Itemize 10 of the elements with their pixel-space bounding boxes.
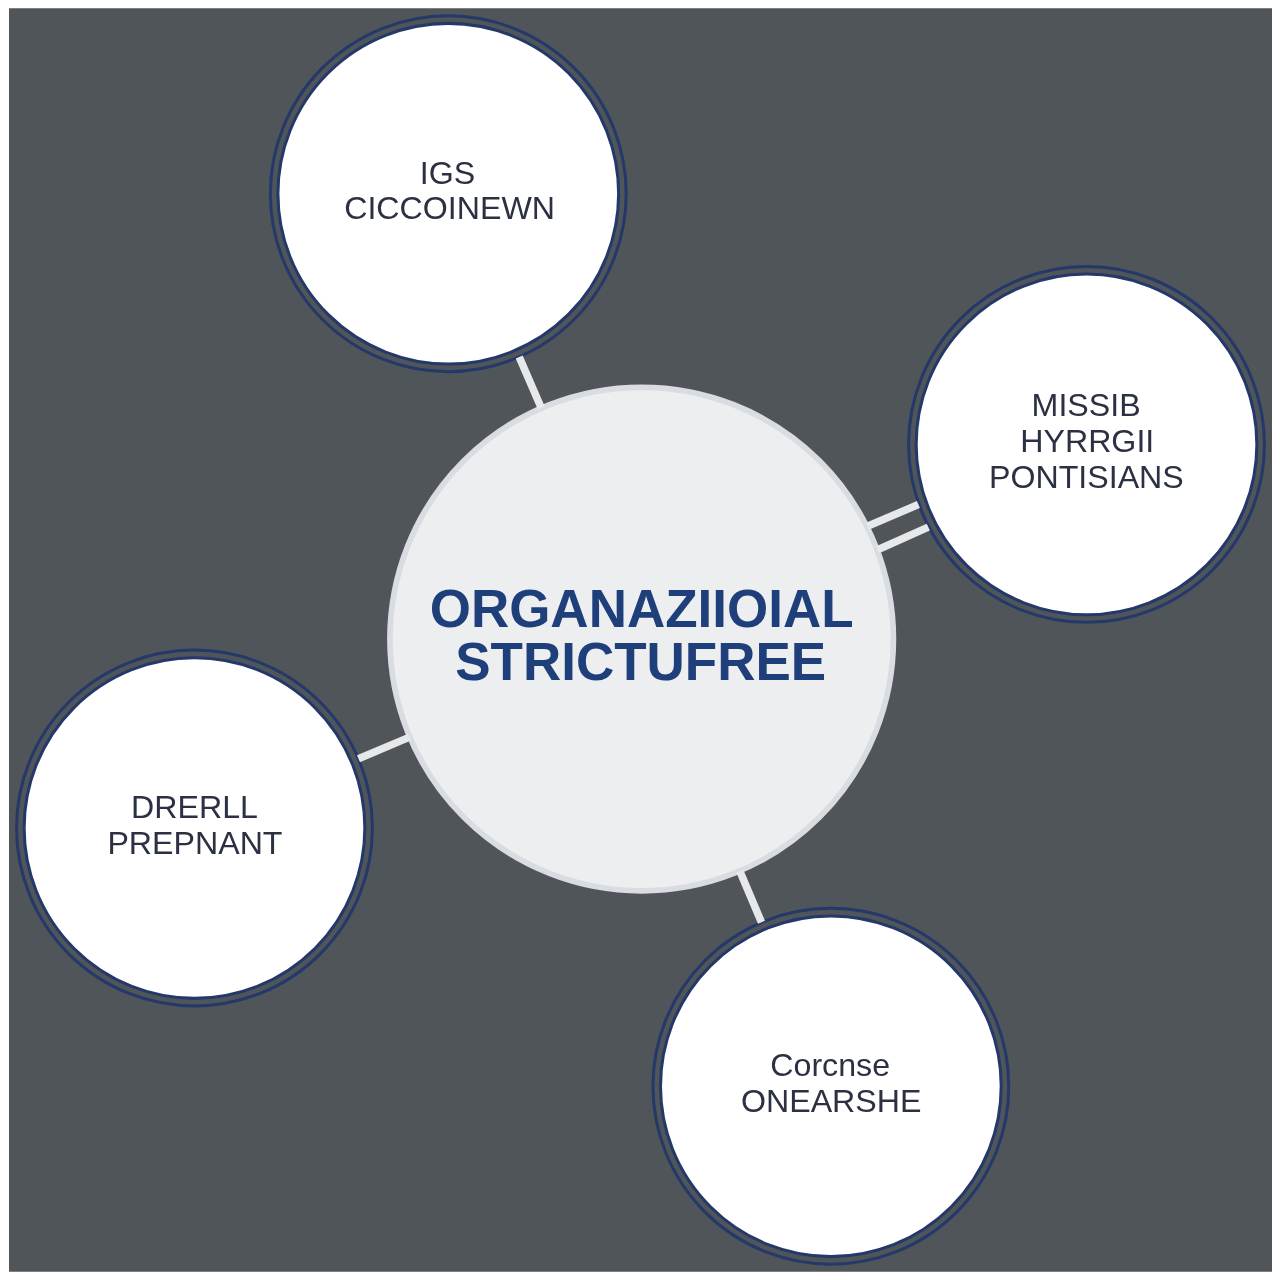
connector — [865, 501, 920, 530]
node-circle: DRERLL PREPNANT — [14, 648, 374, 1008]
connector — [356, 733, 411, 763]
connector — [735, 869, 765, 924]
node-circle: Corcnse ONEARSHE — [650, 906, 1010, 1266]
node-circle: MISSIB HYRRGII PONTISIANS — [906, 265, 1266, 624]
node-circle: ORGANAZIIOIAL STRICTUFREE — [386, 384, 896, 894]
node-circle: IGS CICCOINEWN — [268, 14, 628, 374]
connector — [875, 523, 930, 554]
connector — [515, 355, 545, 410]
